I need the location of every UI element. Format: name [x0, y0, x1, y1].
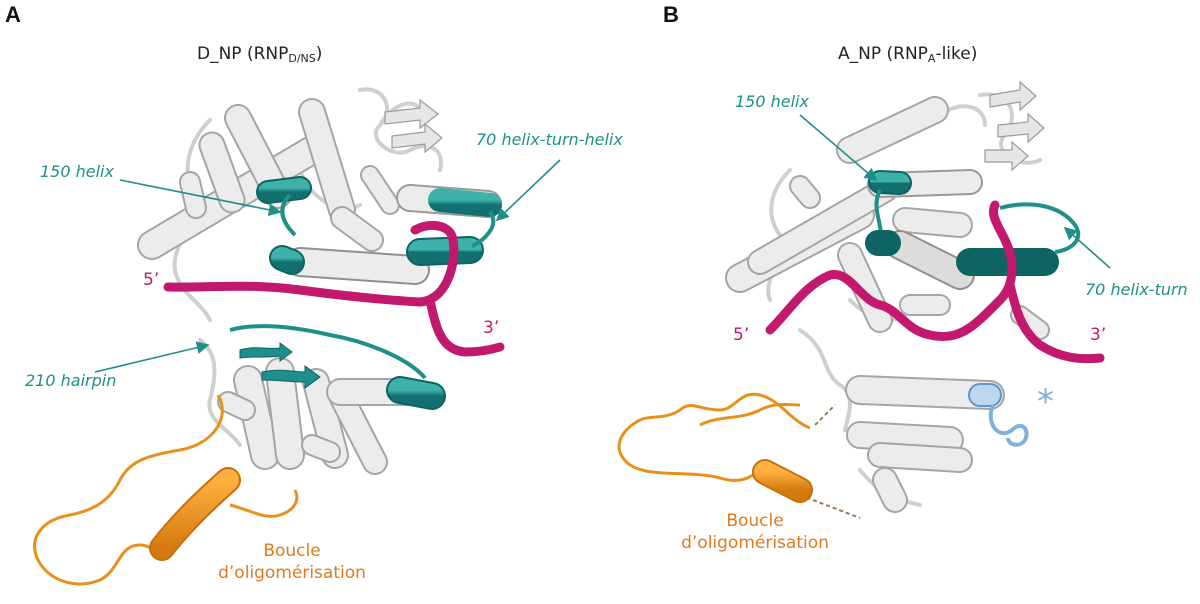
- panel-a-title-main: D_NP (RNP: [197, 44, 289, 64]
- panel-a-title-subscript: D/NS: [288, 52, 316, 65]
- panel-a-helices: [137, 98, 430, 475]
- panel-b-oligomerisation-loop: [617, 392, 861, 519]
- panel-b-asterisk: *: [1037, 382, 1054, 422]
- panel-b-title: A_NP (RNPA-like): [838, 44, 977, 65]
- panel-a-loop-line2: d’oligomérisation: [218, 563, 366, 583]
- panel-a-sheets: [384, 98, 443, 154]
- panel-b-loop-line2: d’oligomérisation: [681, 533, 829, 553]
- panel-b-label-150-helix: 150 helix: [735, 92, 809, 111]
- panel-b-title-end: -like): [935, 44, 978, 64]
- panel-b-rna: [765, 200, 1105, 364]
- panel-b-label-70-helix-turn: 70 helix-turn: [1085, 280, 1188, 299]
- panel-b-label-5prime: 5’: [733, 325, 750, 345]
- panel-a-oligomerisation-loop: [33, 394, 299, 586]
- panel-a-title-end: ): [315, 44, 323, 64]
- panel-a-annotation-arrows: [94, 159, 561, 373]
- panel-b-label-3prime: 3’: [1090, 325, 1107, 345]
- panel-b-title-subscript: A: [927, 52, 936, 65]
- panel-a-label-oligomerisation-loop: Boucle d’oligomérisation: [217, 540, 367, 584]
- panel-a-label-210-hairpin: 210 hairpin: [25, 371, 117, 390]
- panel-b-title-main: A_NP (RNP: [838, 44, 928, 64]
- panel-b-label-oligomerisation-loop: Boucle d’oligomérisation: [680, 510, 830, 554]
- panel-a-rna: [163, 220, 505, 357]
- panel-a-label-150-helix: 150 helix: [40, 162, 114, 181]
- panel-b-letter: B: [663, 2, 679, 27]
- panel-a-title: D_NP (RNPD/NS): [197, 44, 322, 65]
- panel-b-blue-element: [968, 383, 1029, 447]
- panel-a-teal-elements: [229, 176, 502, 410]
- panel-a-loop-line1: Boucle: [263, 541, 321, 561]
- panel-a-label-3prime: 3’: [483, 318, 500, 338]
- panel-b-helices: [725, 96, 1050, 513]
- panel-a-label-5prime: 5’: [143, 270, 160, 290]
- panel-b-structure: [617, 80, 1111, 519]
- panel-a-letter: A: [5, 2, 21, 27]
- panel-b-sheets: [984, 80, 1045, 172]
- panel-a-label-70-helix-turn-helix: 70 helix-turn-helix: [476, 130, 623, 149]
- panel-b-loop-line1: Boucle: [726, 511, 784, 531]
- panel-a-structure: [33, 87, 561, 586]
- panel-b-annotation-arrows: [799, 114, 1111, 269]
